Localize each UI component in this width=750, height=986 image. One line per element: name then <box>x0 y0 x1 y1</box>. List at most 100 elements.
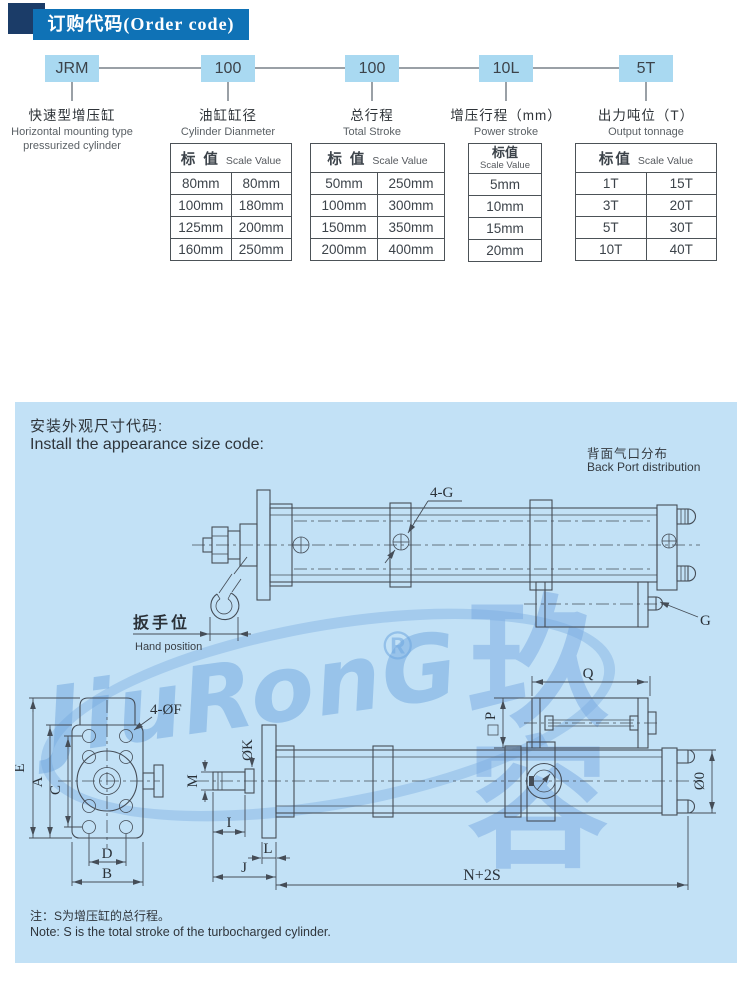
table-row: 20mm <box>469 239 541 261</box>
table-cell: 250mm <box>230 239 292 260</box>
table-row: 160mm 250mm <box>171 238 291 260</box>
table-cell: 20T <box>645 195 717 216</box>
dim-a-label: A <box>30 776 46 787</box>
table-cell: 150mm <box>321 220 367 235</box>
table-cell: 80mm <box>181 176 220 191</box>
top-view-drawing: 4-ØF E A C <box>15 666 716 890</box>
table-cell: 160mm <box>178 242 224 257</box>
segment-label-en: Cylinder Dianmeter <box>180 126 276 138</box>
table-row: 15mm <box>469 217 541 239</box>
dim-p-label: P <box>483 712 499 720</box>
table-cell: 5mm <box>490 177 520 193</box>
table-cell: 180mm <box>230 195 292 216</box>
table-cell: 20mm <box>486 243 524 259</box>
table-cell: 30T <box>645 217 717 238</box>
dim-q-label: Q <box>583 666 594 682</box>
registered-mark-icon: ® <box>383 624 413 668</box>
table-cell: 80mm <box>230 173 292 194</box>
table-row: 100mm 180mm <box>171 194 291 216</box>
table-cell: 350mm <box>377 217 444 238</box>
hand-position-label-zh: 扳手位 <box>133 613 190 632</box>
code-stub <box>505 82 507 101</box>
back-port-label-zh: 背面气口分布 <box>587 447 669 461</box>
table-row: 50mm 250mm <box>311 172 444 194</box>
code-box-power-stroke: 10L <box>479 55 533 82</box>
table-row: 10T 40T <box>576 238 716 260</box>
code-stub <box>227 82 229 101</box>
code-box-stroke: 100 <box>345 55 399 82</box>
hand-position-label-en: Hand position <box>135 641 202 653</box>
power-stroke-table: 标值 Scale Value 5mm 10mm 15mm 20mm <box>468 143 542 263</box>
table-cell: 10T <box>599 242 623 257</box>
segment-label-zh: 增压行程（mm） <box>450 108 562 123</box>
segment-label-en: Output tonnage <box>608 126 684 138</box>
table-cell: 1T <box>602 176 619 191</box>
dim-k-label: ØK <box>240 739 256 761</box>
install-size-panel: JiuRonG ® 玖容 安装外观尺寸代码: Install the appea… <box>15 402 737 963</box>
segment-label-en: Power stroke <box>473 126 539 138</box>
segment-label-en: Total Stroke <box>342 126 402 138</box>
table-header: 标值 Scale Value <box>469 144 541 173</box>
total-stroke-table: 标 值 Scale Value 50mm 250mm 100mm 300mm 150mm… <box>310 143 445 261</box>
table-cell: 300mm <box>377 195 444 216</box>
note-zh: 注：S为增压缸的总行程。 <box>30 909 171 923</box>
dim-c-label: C <box>48 785 64 795</box>
table-row: 1T 15T <box>576 172 716 194</box>
segment-label-zh: 油缸缸径 <box>199 108 257 123</box>
table-header-en: Scale Value <box>480 159 530 171</box>
dim-b-label: B <box>102 866 112 882</box>
dim-4g-label: 4-G <box>430 485 453 501</box>
table-cell: 3T <box>602 198 619 213</box>
code-segment-stroke: 100 总行程 Total Stroke <box>290 55 454 140</box>
code-stub <box>371 82 373 101</box>
table-header-zh: 标值 <box>491 145 518 160</box>
table-cell: 15T <box>645 173 717 194</box>
table-cell: 40T <box>645 239 717 260</box>
segment-label-en: Horizontal mounting type pressurized cyl… <box>11 126 133 152</box>
table-row: 100mm 300mm <box>311 194 444 216</box>
square-symbol <box>487 724 499 736</box>
side-view-drawing: 4-G G 扳手位 <box>133 485 711 653</box>
panel-title-en: Install the appearance size code: <box>30 436 264 453</box>
cylinder-diameter-table: 标 值 Scale Value 80mm 80mm 100mm 180mm 125mm 2… <box>170 143 292 261</box>
code-segment-tonnage: 5T 出力吨位（T） Output tonnage <box>564 55 728 140</box>
table-cell: 100mm <box>321 198 367 213</box>
watermark-chinese: 玖容 <box>467 582 619 889</box>
code-box-model: JRM <box>45 55 99 82</box>
code-segment-power-stroke: 10L 增压行程（mm） Power stroke <box>424 55 588 140</box>
dim-m-label: M <box>185 774 201 787</box>
table-cell: 10mm <box>486 199 524 215</box>
table-cell: 100mm <box>178 198 224 213</box>
segment-label-zh: 快速型增压缸 <box>28 108 116 123</box>
table-cell: 50mm <box>325 176 363 191</box>
dim-g-label: G <box>700 613 711 629</box>
table-cell: 200mm <box>321 242 367 257</box>
table-cell: 250mm <box>377 173 444 194</box>
dim-j-label: J <box>241 860 247 876</box>
table-header-zh: 标 值 <box>327 152 367 168</box>
table-cell: 125mm <box>178 220 224 235</box>
dim-f-label: 4-ØF <box>150 702 182 718</box>
technical-drawing: 4-G G 扳手位 <box>15 485 716 890</box>
table-header-en: Scale Value <box>225 155 282 167</box>
table-header-en: Scale Value <box>637 155 694 167</box>
dim-i-label: I <box>227 815 232 831</box>
table-header: 标 值 Scale Value <box>171 144 291 172</box>
table-row: 5mm <box>469 173 541 195</box>
panel-title-zh: 安装外观尺寸代码: <box>30 418 164 435</box>
dim-l-label: L <box>263 841 272 857</box>
code-box-tonnage: 5T <box>619 55 673 82</box>
bolt-holes <box>82 729 133 834</box>
back-port-label-en: Back Port distribution <box>587 460 701 474</box>
code-segment-bore: 100 油缸缸径 Cylinder Dianmeter <box>146 55 310 140</box>
table-header-en: Scale Value <box>372 155 428 167</box>
table-row: 10mm <box>469 195 541 217</box>
dim-d-label: D <box>102 846 113 862</box>
table-header-zh: 标 值 <box>180 152 220 168</box>
table-header: 标值 Scale Value <box>576 144 716 172</box>
table-header: 标 值 Scale Value <box>311 144 444 172</box>
note-en: Note: S is the total stroke of the turbo… <box>30 925 331 939</box>
